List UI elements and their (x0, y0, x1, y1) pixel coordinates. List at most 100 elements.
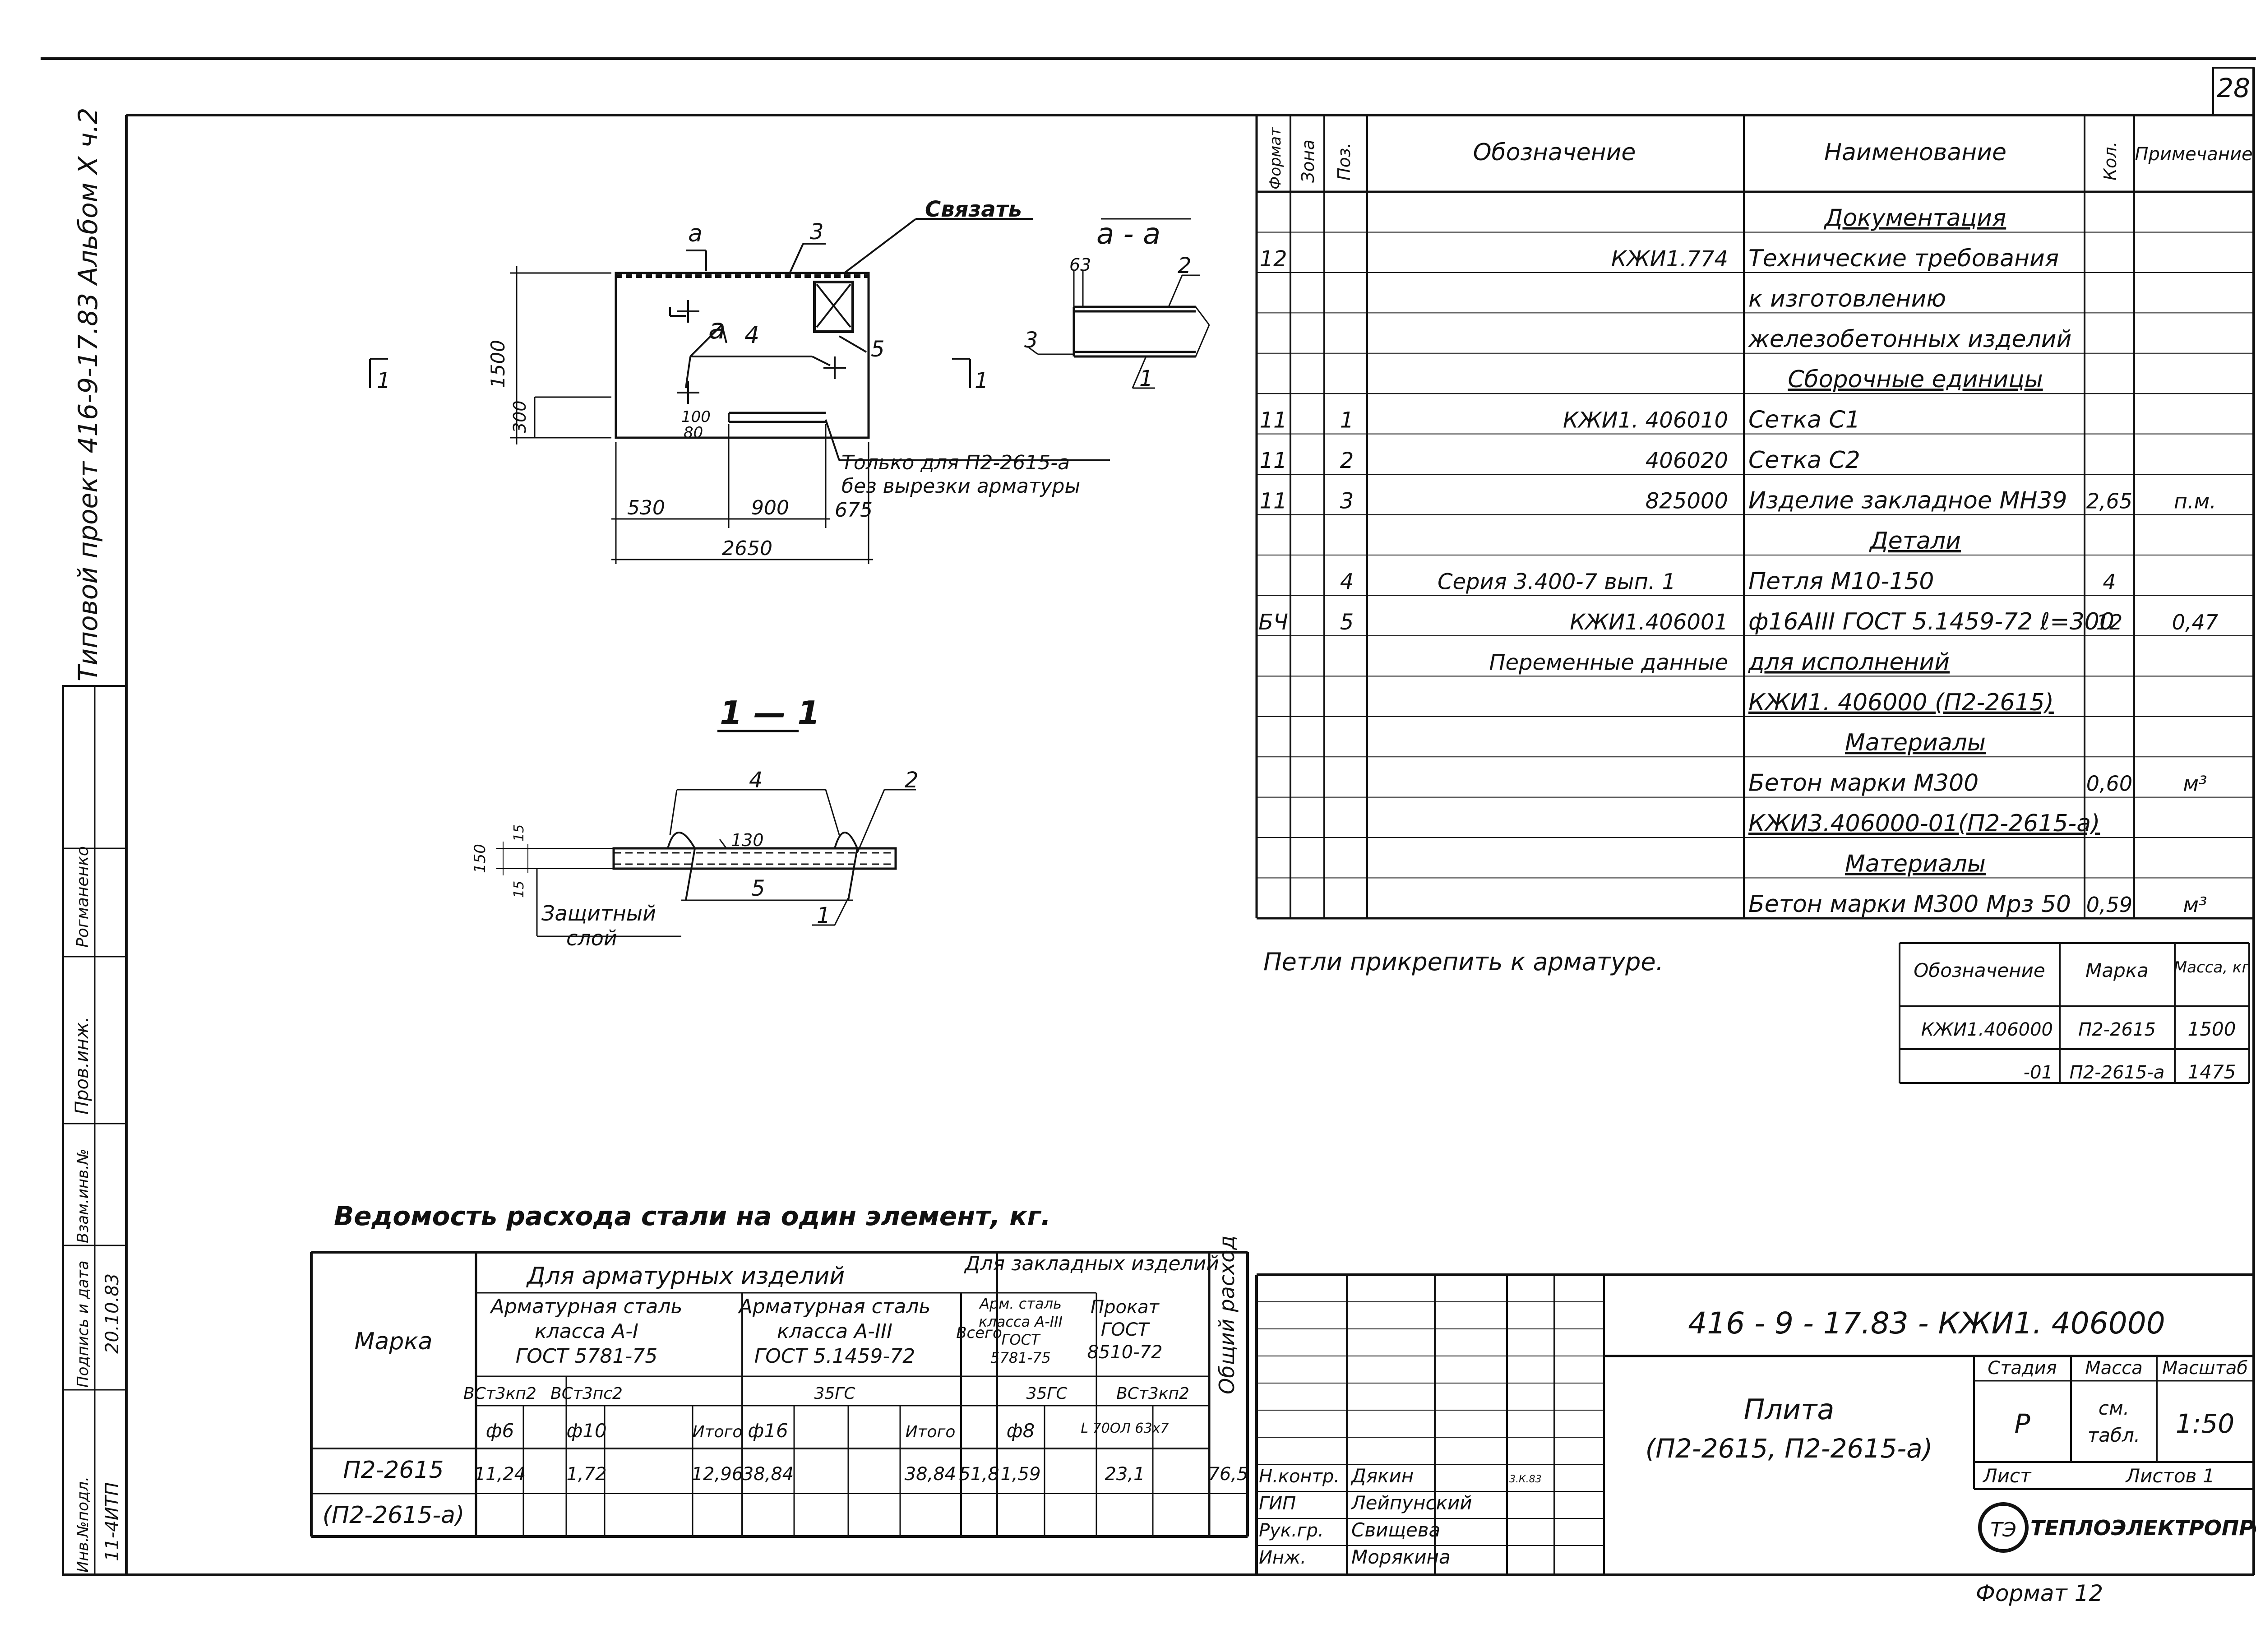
header-format: Формат (1267, 127, 1285, 190)
organization-name: ТЕПЛОЭЛЕКТРОПРОЕКТ (2030, 1516, 2256, 1540)
title-block: 416 - 9 - 17.83 - КЖИ1. 406000Плита(П2-2… (1255, 1273, 2256, 1575)
frame (41, 57, 2256, 1576)
cover-label-1: Защитный (541, 901, 656, 925)
row-name: Сетка С2 (1748, 447, 1860, 474)
svg-text:1500: 1500 (487, 340, 509, 388)
marks-mass: 1475 (2188, 1061, 2236, 1083)
svg-text:1: 1 (975, 368, 989, 393)
row-position: 3 (1340, 489, 1354, 514)
person-date: 3.К.83 (1509, 1474, 1542, 1485)
row-designation: КЖИ1. 406010 (1563, 408, 1728, 433)
svg-text:4: 4 (749, 768, 763, 793)
svg-text:15: 15 (511, 824, 527, 842)
header-name: Наименование (1824, 139, 2006, 166)
person-role: ГИП (1259, 1493, 1296, 1514)
person-role: Инж. (1259, 1547, 1306, 1568)
header-diam: ф16 (748, 1420, 788, 1442)
header-a1: Арматурная сталь (490, 1295, 683, 1318)
svg-text:4: 4 (744, 322, 759, 349)
marks-mark: П2-2615-а (2070, 1062, 2165, 1083)
section-1-1-title: 1 — 1 (720, 694, 820, 732)
scale-value: 1:50 (2176, 1408, 2234, 1439)
sheets-label: Листов 1 (2125, 1465, 2215, 1487)
row-qty: 4 (2103, 569, 2116, 594)
person-name: Дякин (1350, 1465, 1414, 1487)
marks-designation: КЖИ1.406000 (1921, 1019, 2053, 1040)
row-note: м³ (2183, 772, 2207, 796)
svg-text:2: 2 (1178, 253, 1192, 278)
steel-value: 38,84 (905, 1464, 957, 1485)
header-zakl-a3: ГОСТ (1002, 1331, 1041, 1348)
header-grade: ВСт3кп2 (463, 1384, 536, 1403)
header-zone: Зона (1298, 139, 1318, 183)
svg-text:3: 3 (1024, 328, 1038, 353)
header-grade: ВСт3кп2 (1116, 1384, 1189, 1403)
scale-header: Масштаб (2162, 1358, 2248, 1379)
steel-value: 76,5 (1208, 1464, 1248, 1485)
svg-text:3: 3 (810, 219, 824, 245)
row-marka: (П2-2615-а) (323, 1502, 465, 1529)
person-name: Морякина (1351, 1546, 1451, 1568)
row-marka: П2-2615 (343, 1457, 444, 1484)
row-name: Документация (1824, 204, 2006, 231)
svg-text:1: 1 (1139, 366, 1153, 391)
row-format: 11 (1259, 448, 1287, 473)
svg-text:900: 900 (751, 496, 789, 519)
inv-label: Инв.№подл. (74, 1476, 92, 1573)
row-name: Материалы (1845, 729, 1986, 756)
svg-text:100: 100 (681, 408, 711, 426)
plan-view (369, 218, 1110, 564)
steel-value: 23,1 (1105, 1464, 1145, 1485)
steel-value: 1,59 (1000, 1464, 1040, 1485)
row-designation: Серия 3.400-7 вып. 1 (1438, 569, 1676, 594)
header-grade: ВСт3пс2 (550, 1384, 623, 1403)
header-itogo: Итого (693, 1423, 743, 1441)
header-prokat: ГОСТ (1101, 1319, 1151, 1340)
marks-mark: П2-2615 (2078, 1019, 2156, 1040)
replace-label: Взам.инв.№ (74, 1149, 92, 1243)
svg-text:80: 80 (684, 424, 703, 442)
svg-text:Связать: Связать (925, 197, 1022, 222)
row-position: 4 (1340, 569, 1354, 594)
header-diam: ф6 (486, 1420, 514, 1442)
svg-text:1: 1 (377, 368, 391, 393)
plan-note-1: Только для П2-2615-а (841, 451, 1070, 474)
row-note: м³ (2183, 893, 2207, 917)
plan-note-2: без вырезки арматуры (841, 475, 1080, 498)
svg-text:а: а (688, 220, 703, 247)
steel-value: 51,8 (959, 1464, 999, 1485)
stage-value: Р (2015, 1408, 2030, 1439)
row-designation: 825000 (1646, 489, 1728, 514)
cover-label-2: слой (566, 926, 617, 950)
marks-designation: -01 (2024, 1062, 2053, 1083)
row-name: железобетонных изделий (1748, 326, 2071, 353)
row-name: к изготовлению (1748, 285, 1946, 312)
header-zakl-a3: Арм. сталь (979, 1295, 1062, 1312)
svg-text:2650: 2650 (722, 537, 772, 560)
section-1-1-labels: 1 — 1 4 2 1 5 130 15 150 15 Защитный сло… (471, 694, 919, 950)
row-format: 11 (1259, 408, 1287, 433)
header-arm: Для арматурных изделий (526, 1263, 845, 1290)
row-name: для исполнений (1748, 648, 1950, 676)
marks-header-designation: Обозначение (1914, 959, 2045, 981)
page-number: 28 (2217, 73, 2250, 103)
header-itogo: Итого (906, 1423, 956, 1441)
header-total-arm: Всего (956, 1324, 1002, 1342)
header-grade: 35ГС (814, 1384, 855, 1403)
svg-text:130: 130 (731, 830, 764, 850)
stage-header: Стадия (1988, 1358, 2057, 1379)
header-zakl-a3: класса А-III (979, 1313, 1063, 1330)
header-prokat: Прокат (1091, 1297, 1160, 1318)
header-pos: Поз. (1334, 143, 1354, 180)
svg-text:150: 150 (471, 844, 489, 873)
row-designation: КЖИ1.406001 (1570, 610, 1728, 635)
mass-value: табл. (2088, 1424, 2140, 1446)
plan-labels: Связать 3 4 5 а а 1 1 1500 300 100 80 53… (377, 197, 1080, 560)
person-role: Н.контр. (1259, 1466, 1340, 1487)
row-name: Детали (1869, 528, 1961, 555)
header-marka: Марка (354, 1328, 432, 1355)
